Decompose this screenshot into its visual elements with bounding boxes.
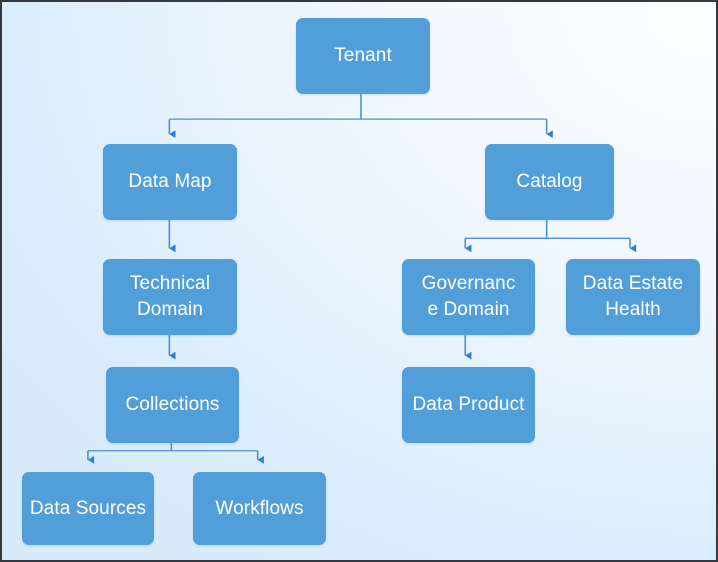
node-label-governance-domain: Governance Domain	[421, 273, 516, 320]
node-data-product[interactable]: Data Product	[402, 367, 535, 443]
node-collections[interactable]: Collections	[106, 367, 239, 443]
node-technical-domain[interactable]: Technical Domain	[103, 259, 237, 335]
node-label-data-product: Data Product	[412, 394, 525, 416]
node-label-tenant: Tenant	[334, 45, 392, 67]
node-label-data-sources: Data Sources	[29, 497, 147, 519]
node-governance-domain[interactable]: Governance Domain	[402, 259, 535, 335]
node-tenant[interactable]: Tenant	[296, 18, 430, 94]
node-data-estate-health[interactable]: Data Estate Health	[566, 259, 700, 335]
node-workflows[interactable]: Workflows	[193, 472, 326, 545]
node-label-catalog: Catalog	[516, 171, 583, 193]
node-label-technical-domain: Technical Domain	[129, 273, 211, 320]
node-data-sources[interactable]: Data Sources	[22, 472, 154, 545]
node-label-workflows: Workflows	[215, 497, 304, 519]
node-label-data-map: Data Map	[128, 171, 212, 193]
node-data-map[interactable]: Data Map	[103, 144, 237, 220]
node-label-collections: Collections	[125, 394, 220, 416]
node-label-data-estate-health: Data Estate Health	[582, 273, 684, 320]
node-catalog[interactable]: Catalog	[485, 144, 614, 220]
